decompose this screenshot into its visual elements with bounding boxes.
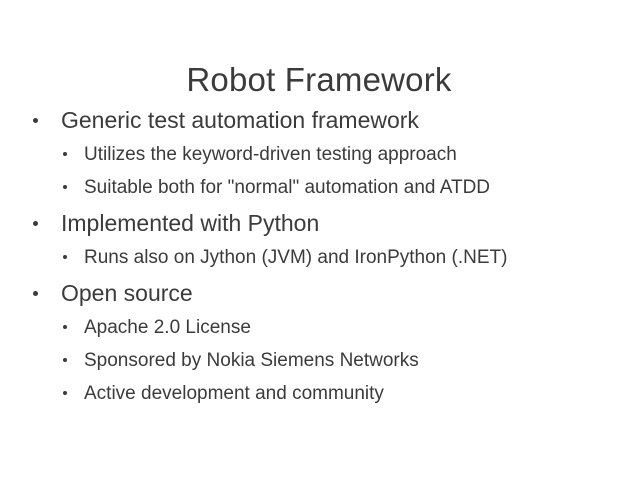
bullet-text: Open source bbox=[61, 280, 193, 306]
bullet-dot-icon bbox=[63, 391, 67, 395]
bullet-dot-icon bbox=[63, 185, 67, 189]
bullet-text: Sponsored by Nokia Siemens Networks bbox=[84, 350, 419, 371]
bullet-text: Active development and community bbox=[84, 383, 384, 404]
bullet-dot-icon bbox=[33, 291, 38, 296]
list-item: Implemented with Python bbox=[0, 208, 638, 245]
bullet-text: Utilizes the keyword-driven testing appr… bbox=[84, 144, 457, 165]
list-item: Apache 2.0 License bbox=[0, 315, 638, 348]
bullet-dot-icon bbox=[63, 325, 67, 329]
bullet-dot-icon bbox=[63, 152, 67, 156]
list-item: Suitable both for "normal" automation an… bbox=[0, 175, 638, 208]
list-item: Runs also on Jython (JVM) and IronPython… bbox=[0, 245, 638, 278]
list-item: Utilizes the keyword-driven testing appr… bbox=[0, 142, 638, 175]
list-item: Active development and community bbox=[0, 381, 638, 414]
bullet-dot-icon bbox=[33, 221, 38, 226]
list-item: Sponsored by Nokia Siemens Networks bbox=[0, 348, 638, 381]
bullet-dot-icon bbox=[63, 255, 67, 259]
bullet-text: Runs also on Jython (JVM) and IronPython… bbox=[84, 247, 508, 268]
list-item: Generic test automation framework bbox=[0, 105, 638, 142]
bullet-text: Implemented with Python bbox=[61, 210, 320, 236]
slide-bullet-list: Generic test automation framework Utiliz… bbox=[0, 105, 638, 414]
bullet-dot-icon bbox=[33, 118, 38, 123]
bullet-text: Generic test automation framework bbox=[61, 107, 419, 133]
page-title: Robot Framework bbox=[186, 61, 452, 99]
bullet-text: Suitable both for "normal" automation an… bbox=[84, 177, 491, 198]
bullet-text: Apache 2.0 License bbox=[84, 317, 251, 338]
list-item: Open source bbox=[0, 278, 638, 315]
bullet-dot-icon bbox=[63, 358, 67, 362]
